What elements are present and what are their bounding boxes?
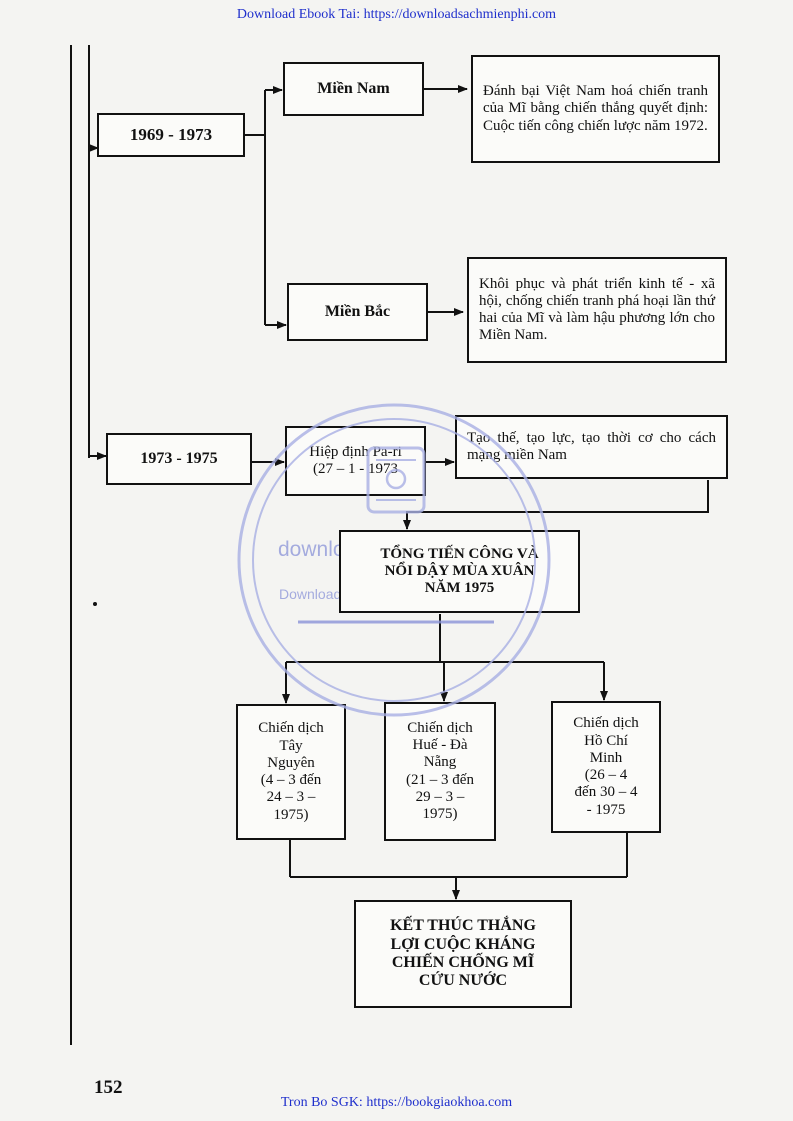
cd-hcm-line: - 1975 (586, 801, 626, 818)
cd-tay-nguyen-line: Tây (279, 737, 303, 754)
cd-hcm-line: Minh (589, 749, 623, 766)
cd-hcm-line: (26 – 4 (584, 767, 628, 783)
cd-tay-nguyen-line: (4 – 3 đến (260, 772, 322, 788)
mien-nam-description: Đánh bại Việt Nam hoá chiến tranh của Mĩ… (483, 83, 708, 134)
ket-thuc-line: CHIẾN CHỐNG MĨ (391, 954, 535, 971)
mien-bac-description-box: Khôi phục và phát triển kinh tế - xã hội… (467, 257, 727, 363)
cd-tay-nguyen-line: 24 – 3 – (266, 789, 316, 806)
cd-hue-line: (21 – 3 đến (406, 771, 474, 788)
cd-hue-line: Huế - Đà (412, 737, 468, 753)
chien-dich-hue-da-nang-box: Chiến dịch Huế - Đà Nẵng (21 – 3 đến 29 … (384, 702, 496, 841)
tong-tien-cong-line-3: NĂM 1975 (424, 580, 495, 597)
ket-thuc-line: KẾT THÚC THẮNG (390, 917, 536, 935)
mien-bac-description: Khôi phục và phát triển kinh tế - xã hội… (479, 275, 715, 344)
cd-hue-line: Nẵng (423, 754, 457, 771)
chien-dich-tay-nguyen-box: Chiến dịch Tây Nguyên (4 – 3 đến 24 – 3 … (236, 704, 346, 840)
cd-hue-line: 29 – 3 – (415, 788, 465, 805)
mien-bac-box: Miền Bắc (287, 283, 428, 341)
hiep-dinh-pari-box: Hiệp định Pa-ri (27 – 1 - 1973 (285, 426, 426, 496)
hiep-dinh-date: (27 – 1 - 1973 (313, 461, 398, 477)
chien-dich-ho-chi-minh-box: Chiến dịch Hồ Chí Minh (26 – 4 đến 30 – … (551, 701, 661, 833)
download-footer[interactable]: Tron Bo SGK: https://bookgiaokhoa.com (280, 1095, 513, 1110)
ket-thuc-line: CỨU NƯỚC (418, 972, 508, 990)
hiep-dinh-title: Hiệp định Pa-ri (309, 443, 402, 460)
ket-thuc-box: KẾT THÚC THẮNG LỢI CUỘC KHÁNG CHIẾN CHỐN… (354, 900, 572, 1008)
mien-nam-description-box: Đánh bại Việt Nam hoá chiến tranh của Mĩ… (471, 55, 720, 163)
tao-the-text: Tạo thế, tạo lực, tạo thời cơ cho cách m… (467, 429, 716, 463)
mien-nam-box: Miền Nam (283, 62, 424, 116)
cd-tay-nguyen-line: Chiến dịch (258, 720, 324, 737)
tao-the-box: Tạo thế, tạo lực, tạo thời cơ cho cách m… (455, 415, 728, 479)
cd-tay-nguyen-line: Nguyên (267, 754, 315, 771)
tong-tien-cong-line-2: NỔI DẬY MÙA XUÂN (384, 562, 535, 579)
stray-dot (93, 602, 97, 606)
cd-hcm-line: Chiến dịch (573, 715, 639, 732)
page-number: 152 (94, 1077, 123, 1098)
cd-hcm-line: Hồ Chí (584, 732, 628, 749)
cd-tay-nguyen-line: 1975) (273, 806, 309, 823)
cd-hcm-line: đến 30 – 4 (574, 784, 638, 801)
period-1969-1973-box: 1969 - 1973 (97, 113, 245, 157)
arrow-to-tong-tien-cong (403, 480, 709, 530)
download-header[interactable]: Download Ebook Tai: https://downloadsach… (236, 7, 557, 22)
tong-tien-cong-box: TỔNG TIẾN CÔNG VÀ NỔI DẬY MÙA XUÂN NĂM 1… (339, 530, 580, 613)
period-1973-1975-box: 1973 - 1975 (106, 433, 252, 485)
cd-hue-line: Chiến dịch (407, 719, 473, 736)
tong-tien-cong-line-1: TỔNG TIẾN CÔNG VÀ (380, 545, 539, 562)
ket-thuc-line: LỢI CUỘC KHÁNG (390, 935, 536, 953)
cd-hue-line: 1975) (422, 806, 458, 822)
